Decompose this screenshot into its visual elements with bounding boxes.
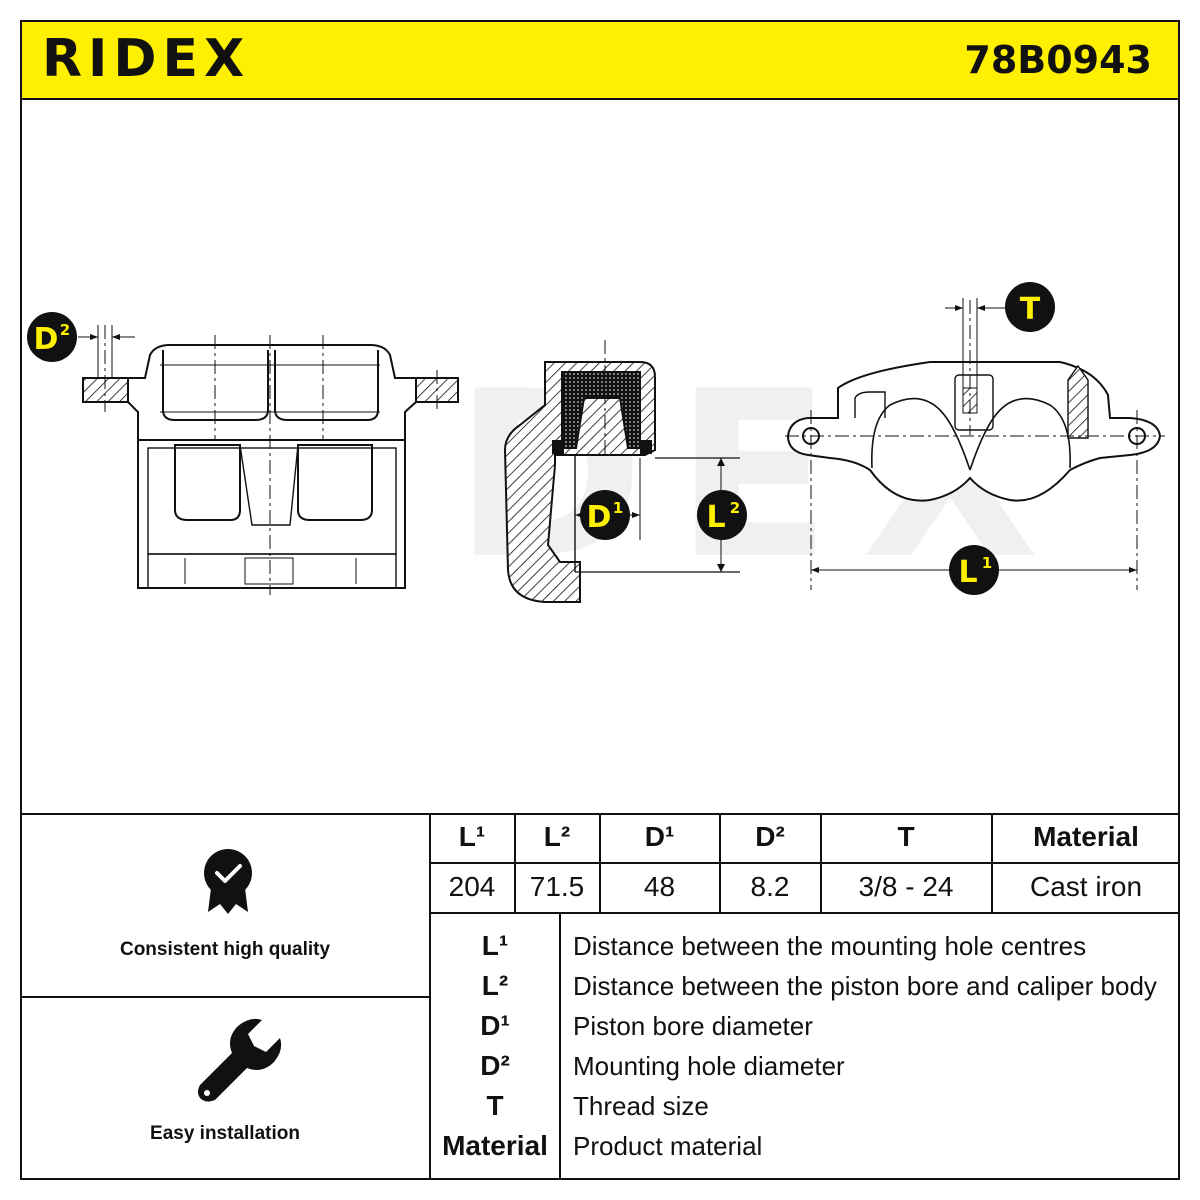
spec-value-l2: 71.5 [529,871,585,902]
legend-desc-d1: Piston bore diameter [573,1011,813,1041]
spec-header-l2: L² [543,821,571,852]
legend-desc-t: Thread size [573,1091,709,1121]
spec-value-t: 3/8 - 24 [858,871,954,902]
spec-header-d1: D¹ [644,821,675,852]
brand-logo: RIDEX [42,29,251,89]
badge-d1-main: D [587,500,612,535]
badge-t: T [1005,282,1055,332]
features-divider [429,813,431,1180]
spec-header-l1: L¹ [458,821,486,852]
legend-desc-d2: Mounting hole diameter [573,1051,845,1081]
legend-key-l1: L¹ [481,930,509,961]
badge-d2: D 2 [27,312,77,362]
caliper-front-view [78,325,459,595]
badge-l2-sup: 2 [730,499,740,517]
spec-header-t: T [897,821,915,852]
part-number: 78B0943 [964,38,1152,82]
feature-divider [20,996,430,998]
legend-desc-l2: Distance between the piston bore and cal… [573,971,1157,1001]
spec-col-divider-5 [991,813,993,913]
badge-l1-main: L [958,555,977,590]
legend-desc-material: Product material [573,1131,763,1161]
spec-header-material: Material [1033,821,1139,852]
legend-key-d1: D¹ [480,1010,510,1041]
badge-l2-main: L [706,500,725,535]
spec-value-d1: 48 [643,871,676,902]
feature-label-installation: Easy installation [150,1123,300,1144]
badge-l2: L 2 [697,490,747,540]
spec-header-d2: D² [755,821,785,852]
spec-col-divider-1 [514,813,516,913]
legend-key-d2: D² [480,1050,510,1081]
badge-d1: D 1 [580,490,630,540]
spec-col-divider-4 [820,813,822,913]
badge-t-main: T [1020,292,1041,327]
spec-value-d2: 8.2 [750,871,790,902]
spec-value-material: Cast iron [1029,871,1143,902]
feature-label-quality: Consistent high quality [119,939,331,960]
header-bar [20,20,1180,100]
legend-key-t: T [486,1090,504,1121]
badge-l1: L 1 [949,545,999,595]
legend-key-l2: L² [481,970,509,1001]
badge-d2-main: D [34,322,59,357]
spec-col-divider-2 [599,813,601,913]
legend-desc-l1: Distance between the mounting hole centr… [573,931,1087,961]
caliper-section-view [503,340,740,603]
spec-row-divider [430,862,1180,864]
badge-d2-sup: 2 [60,321,70,339]
badge-l1-sup: 1 [982,554,992,572]
spec-value-l1: 204 [448,871,496,902]
badge-d1-sup: 1 [613,499,623,517]
caliper-side-view [785,298,1165,590]
spec-legend-divider [430,912,1180,914]
legend-divider [559,912,561,1180]
legend-key-material: Material [442,1130,548,1161]
spec-col-divider-3 [719,813,721,913]
